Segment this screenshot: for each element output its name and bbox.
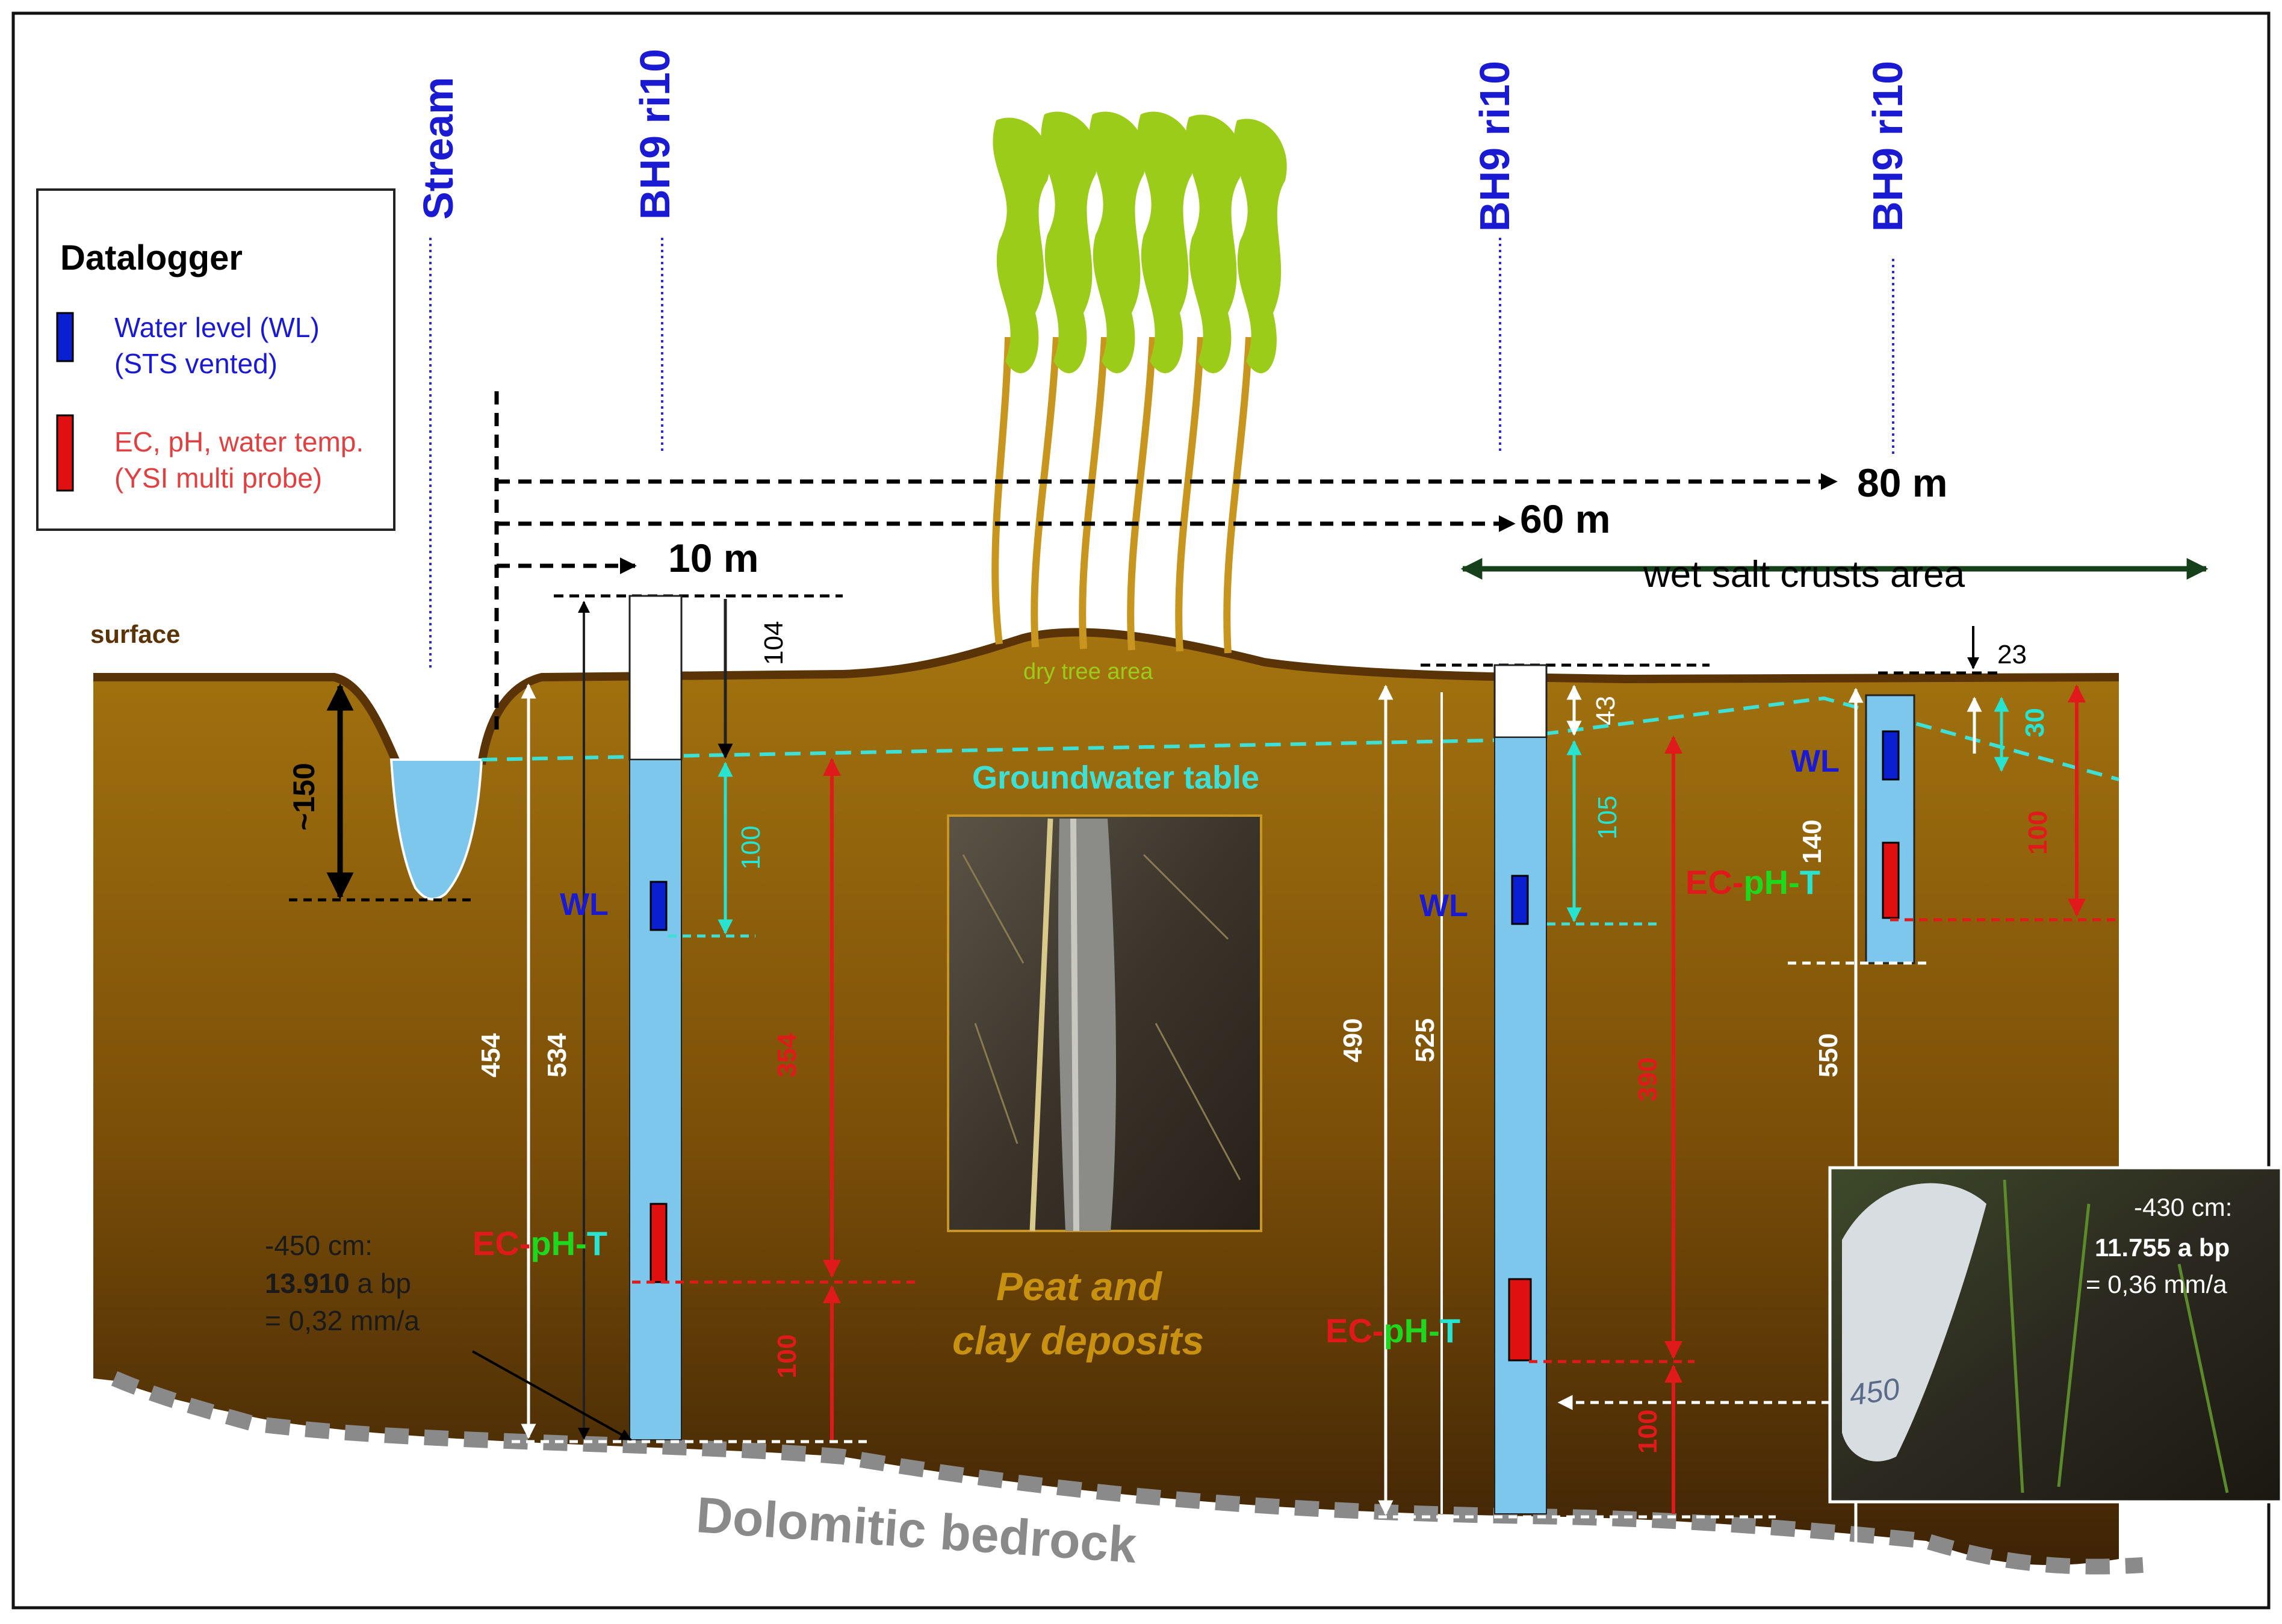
stream-water — [389, 758, 483, 900]
w1-total-a-value: 454 — [476, 1033, 506, 1077]
ec-logger-3 — [1882, 841, 1900, 919]
w1-bottom-value: 100 — [772, 1334, 802, 1378]
ec-ph-t-label-3: EC-pH-T — [1685, 863, 1820, 901]
w1-wl-value: 100 — [736, 826, 766, 870]
legend-ec-line2: (YSI multi probe) — [114, 462, 322, 494]
peat-label-2: clay deposits — [952, 1318, 1204, 1363]
ec-ph-t-label-1: EC-pH-T — [473, 1224, 607, 1262]
dating-1-age: 13.910 a bp — [265, 1268, 411, 1299]
w1-ec-value: 354 — [772, 1033, 802, 1077]
distance-10m: 10 m — [668, 536, 758, 580]
w2-wl-value: 105 — [1593, 796, 1622, 840]
wl-label-3: WL — [1791, 744, 1840, 779]
bedrock-line — [111, 1371, 2144, 1575]
wl-label-1: WL — [560, 887, 609, 922]
measurement-labels: ~150 104 100 454 534 354 100 43 105 490 … — [287, 621, 2053, 1454]
well-2 — [1493, 664, 1548, 1514]
well-2-label: BH9 ri10 — [1471, 61, 1518, 232]
wl-logger-3 — [1882, 730, 1900, 781]
dating-2-depth: -430 cm: — [2134, 1193, 2232, 1221]
legend-title: Datalogger — [60, 238, 243, 277]
well-3-label: BH9 ri10 — [1864, 61, 1911, 232]
well-1 — [628, 595, 683, 1440]
surface-line — [93, 628, 2119, 766]
well-1-label: BH9 ri10 — [631, 49, 678, 220]
well-3 — [1865, 694, 1915, 964]
core-photo — [947, 814, 1262, 1232]
tree-group — [991, 111, 1287, 654]
w3-mid-value: 140 — [1797, 820, 1827, 864]
dating-1-depth: -450 cm: — [265, 1230, 373, 1261]
w3-total-value: 550 — [1814, 1034, 1843, 1077]
dating-annotation-2: -430 cm: 11.755 a bp = 0,36 mm/a 450 — [1847, 1193, 2233, 1412]
dimension-arrows — [326, 599, 2086, 1561]
groundwater-table — [481, 696, 2119, 781]
legend-wl-line1: Water level (WL) — [114, 312, 320, 343]
distance-80m: 80 m — [1857, 460, 1947, 505]
ec-logger-1 — [650, 1203, 668, 1283]
w1-total-b-value: 534 — [542, 1033, 572, 1077]
legend: Datalogger Water level (WL) (STS vented)… — [36, 188, 395, 531]
ec-ph-t-label-2: EC-pH-T — [1325, 1312, 1460, 1350]
wl-label-2: WL — [1419, 888, 1468, 923]
dating-2-rate: = 0,36 mm/a — [2086, 1270, 2227, 1298]
ec-logger-2 — [1508, 1278, 1532, 1362]
w1-casing-value: 104 — [759, 621, 789, 665]
dating-1-rate: = 0,32 mm/a — [265, 1305, 420, 1336]
photo-depth-marking: 450 — [1847, 1372, 1902, 1412]
w2-ec-value: 390 — [1633, 1058, 1663, 1102]
legend-wl-line2: (STS vented) — [114, 348, 277, 379]
w3-casing-value: 23 — [1997, 640, 2027, 669]
legend-wl-swatch — [56, 312, 74, 362]
groundwater-label: Groundwater table — [972, 760, 1259, 796]
w3-wl-value: 30 — [2020, 708, 2050, 737]
w3-ec-value: 100 — [2023, 811, 2053, 855]
well-guides — [429, 238, 1894, 671]
w2-casing-value: 43 — [1591, 696, 1620, 725]
dating-2-age: 11.755 a bp — [2095, 1233, 2230, 1262]
core-photo-dated — [1828, 1166, 2282, 1504]
distance-lines — [494, 391, 1838, 737]
stream-label: Stream — [415, 77, 462, 220]
distance-60m: 60 m — [1520, 497, 1610, 541]
dating-annotation-1: -450 cm: 13.910 a bp = 0,32 mm/a — [265, 1230, 420, 1336]
surface-label: surface — [90, 620, 180, 648]
casing-tops — [554, 594, 1998, 675]
legend-ec-swatch — [56, 414, 74, 492]
peat-label-1: Peat and — [996, 1264, 1163, 1309]
w2-bottom-value: 100 — [1633, 1410, 1663, 1454]
wet-salt-label: wet salt crusts area — [1643, 554, 1965, 595]
w2-total-a-value: 490 — [1338, 1018, 1368, 1062]
dry-tree-label: dry tree area — [1023, 659, 1153, 684]
stream-depth-value: ~150 — [287, 763, 321, 831]
w2-total-b-value: 525 — [1410, 1018, 1440, 1062]
legend-ec-line1: EC, pH, water temp. — [114, 426, 364, 457]
wl-logger-2 — [1511, 875, 1529, 925]
wl-logger-1 — [650, 881, 668, 931]
